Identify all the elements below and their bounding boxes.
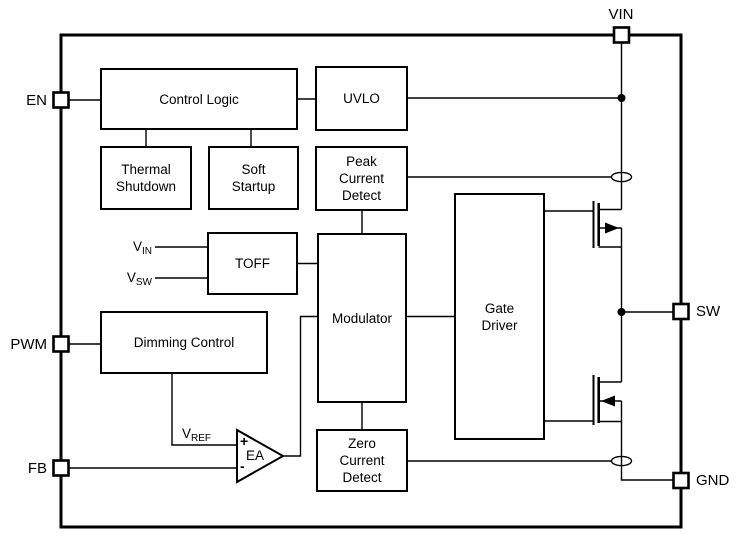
vref-label: VREF: [182, 427, 211, 446]
block-gate-driver: Gate Driver: [454, 193, 545, 440]
block-control-logic: Control Logic: [100, 68, 298, 130]
zero-current-sense-ellipse: [610, 455, 633, 467]
pin-square-sw: [672, 302, 690, 321]
pin-square-vin: [612, 26, 631, 44]
block-uvlo-label: UVLO: [343, 91, 380, 106]
pin-square-fb: [52, 459, 70, 477]
wire-rail-to-gnd-pin: [620, 401, 674, 481]
pin-fb-label: FB: [27, 460, 47, 477]
ea-minus-sign: -: [240, 458, 245, 474]
block-uvlo: UVLO: [315, 66, 408, 131]
vsw-sense-base: V: [126, 270, 136, 285]
pin-square-gnd: [672, 471, 690, 490]
pin-pwm-label: PWM: [10, 336, 47, 353]
peak-current-sense-ellipse: [610, 171, 633, 183]
ea-label: EA: [246, 448, 265, 463]
block-dimming-control-label: Dimming Control: [133, 335, 235, 350]
chip-boundary: [59, 33, 683, 529]
block-zero-current-detect: Zero Current Detect: [316, 429, 408, 492]
junction-dot-vin: [617, 94, 626, 102]
block-soft-startup: Soft Startup: [208, 146, 299, 210]
vsw-sense-label: VSW: [100, 271, 152, 290]
pin-sw-label: SW: [696, 303, 721, 320]
block-toff-label: TOFF: [235, 256, 270, 271]
vsw-sense-sub: SW: [135, 277, 152, 288]
block-thermal-shutdown-label: Thermal Shutdown: [115, 162, 177, 194]
ea-plus-sign: +: [240, 433, 249, 449]
block-gate-driver-label: Gate Driver: [481, 300, 518, 333]
hs-mosfet-arrow: [605, 222, 619, 234]
vin-sense-label: VIN: [100, 240, 152, 259]
block-zero-current-detect-label: Zero Current Detect: [339, 436, 385, 485]
block-soft-startup-label: Soft Startup: [231, 162, 276, 194]
block-modulator-label: Modulator: [331, 310, 393, 326]
block-modulator: Modulator: [317, 233, 407, 403]
pin-en-label: EN: [26, 92, 47, 109]
wire-ea-to-modulator: [283, 315, 317, 457]
pin-square-pwm: [52, 335, 70, 353]
block-peak-current-detect-label: Peak Current Detect: [338, 154, 384, 203]
block-peak-current-detect: Peak Current Detect: [315, 146, 408, 211]
vin-sense-sub: IN: [142, 246, 152, 257]
pin-square-en: [52, 91, 70, 109]
pin-vin-label: VIN: [608, 6, 634, 23]
error-amplifier-triangle: [236, 428, 286, 484]
vref-base: V: [182, 426, 192, 441]
pin-squares: [52, 26, 690, 490]
ls-mosfet-arrow: [601, 395, 615, 407]
block-toff: TOFF: [207, 232, 298, 295]
wire-dimming-to-ea-plus: [171, 373, 237, 446]
vin-sense-base: V: [132, 239, 142, 254]
pin-gnd-label: GND: [696, 472, 730, 489]
block-thermal-shutdown: Thermal Shutdown: [100, 146, 192, 210]
block-control-logic-label: Control Logic: [159, 91, 239, 107]
vref-sub: REF: [191, 433, 212, 444]
block-dimming-control: Dimming Control: [100, 311, 268, 374]
junction-dot-sw: [617, 308, 626, 316]
